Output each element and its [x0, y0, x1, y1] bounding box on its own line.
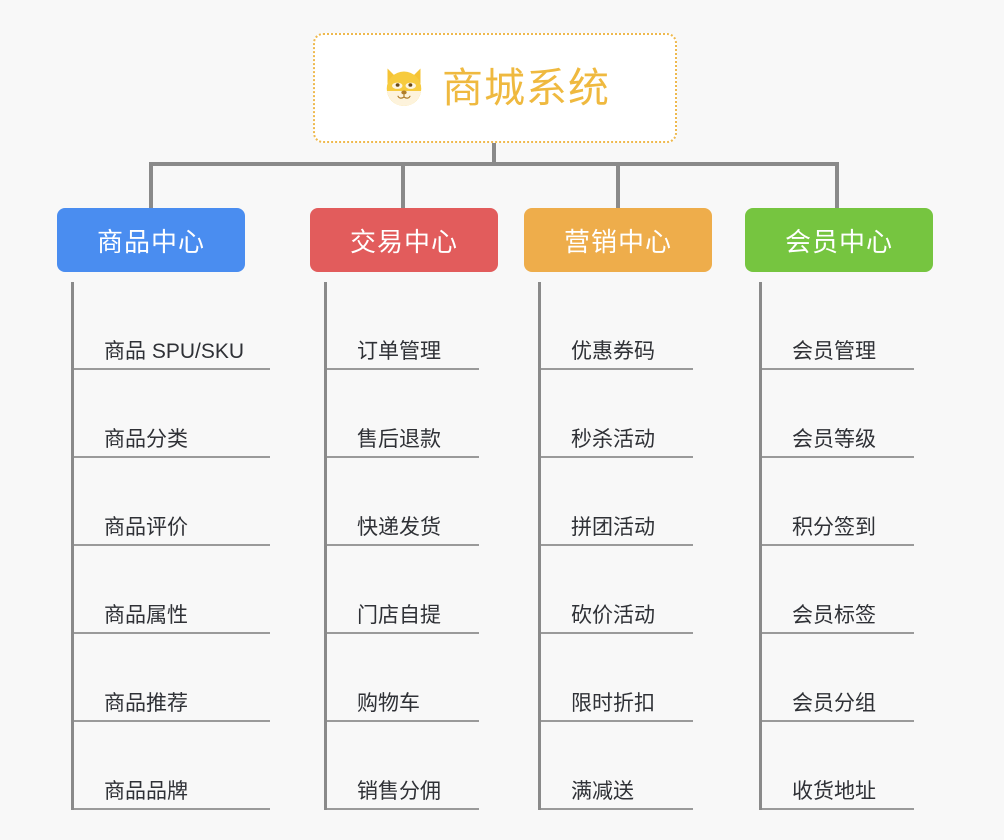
- list-item[interactable]: 商品 SPU/SKU: [74, 282, 270, 370]
- list-item[interactable]: 销售分佣: [327, 722, 479, 810]
- root-title: 商城系统: [442, 64, 610, 111]
- list-item[interactable]: 商品分类: [74, 370, 270, 458]
- list-item[interactable]: 商品属性: [74, 546, 270, 634]
- leaf-label: 商品分类: [104, 427, 188, 451]
- list-item[interactable]: 积分签到: [762, 458, 914, 546]
- list-item[interactable]: 快递发货: [327, 458, 479, 546]
- category-label: 商品中心: [96, 226, 205, 257]
- leaf-list-3: 优惠券码 秒杀活动 拼团活动 砍价活动 限时折扣 满减送: [538, 282, 712, 810]
- list-item[interactable]: 会员等级: [762, 370, 914, 458]
- category-header-3[interactable]: 营销中心: [524, 208, 712, 272]
- list-item[interactable]: 满减送: [541, 722, 693, 810]
- list-item[interactable]: 售后退款: [327, 370, 479, 458]
- leaf-label: 快递发货: [357, 515, 441, 539]
- leaf-label: 购物车: [357, 691, 420, 715]
- list-item[interactable]: 优惠券码: [541, 282, 693, 370]
- leaf-label: 会员等级: [792, 427, 876, 451]
- leaf-list-4: 会员管理 会员等级 积分签到 会员标签 会员分组 收货地址: [759, 282, 933, 810]
- category-label: 交易中心: [349, 226, 458, 257]
- list-item[interactable]: 会员管理: [762, 282, 914, 370]
- category-header-2[interactable]: 交易中心: [310, 208, 498, 272]
- leaf-label: 商品属性: [104, 603, 188, 627]
- branch-column-1: 商品中心 商品 SPU/SKU 商品分类 商品评价 商品属性 商品推荐 商品品牌: [57, 208, 270, 810]
- dog-face-icon: [380, 64, 428, 112]
- list-item[interactable]: 收货地址: [762, 722, 914, 810]
- list-item[interactable]: 商品评价: [74, 458, 270, 546]
- leaf-label: 商品品牌: [104, 779, 188, 803]
- branch-column-2: 交易中心 订单管理 售后退款 快递发货 门店自提 购物车 销售分佣: [310, 208, 498, 810]
- list-item[interactable]: 门店自提: [327, 546, 479, 634]
- leaf-label: 订单管理: [357, 339, 441, 363]
- list-item[interactable]: 砍价活动: [541, 546, 693, 634]
- leaf-label: 限时折扣: [571, 691, 655, 715]
- leaf-label: 秒杀活动: [571, 427, 655, 451]
- list-item[interactable]: 限时折扣: [541, 634, 693, 722]
- leaf-list-2: 订单管理 售后退款 快递发货 门店自提 购物车 销售分佣: [324, 282, 498, 810]
- connector-drop-2: [401, 162, 405, 208]
- leaf-list-1: 商品 SPU/SKU 商品分类 商品评价 商品属性 商品推荐 商品品牌: [71, 282, 270, 810]
- connector-drop-3: [616, 162, 620, 208]
- leaf-label: 销售分佣: [357, 779, 441, 803]
- leaf-label: 会员分组: [792, 691, 876, 715]
- list-item[interactable]: 会员分组: [762, 634, 914, 722]
- leaf-label: 门店自提: [357, 603, 441, 627]
- category-header-1[interactable]: 商品中心: [57, 208, 245, 272]
- list-item[interactable]: 购物车: [327, 634, 479, 722]
- list-item[interactable]: 商品品牌: [74, 722, 270, 810]
- connector-drop-4: [835, 162, 839, 208]
- list-item[interactable]: 订单管理: [327, 282, 479, 370]
- leaf-label: 满减送: [571, 779, 634, 803]
- leaf-label: 优惠券码: [571, 339, 655, 363]
- branch-column-4: 会员中心 会员管理 会员等级 积分签到 会员标签 会员分组 收货地址: [745, 208, 933, 810]
- leaf-label: 砍价活动: [571, 603, 655, 627]
- connector-horizontal-bus: [149, 162, 839, 166]
- list-item[interactable]: 拼团活动: [541, 458, 693, 546]
- leaf-label: 商品 SPU/SKU: [104, 339, 245, 363]
- leaf-label: 商品评价: [104, 515, 188, 539]
- root-node[interactable]: 商城系统: [313, 33, 677, 143]
- leaf-label: 拼团活动: [571, 515, 655, 539]
- connector-root-stem: [492, 143, 496, 165]
- list-item[interactable]: 秒杀活动: [541, 370, 693, 458]
- leaf-label: 会员管理: [792, 339, 876, 363]
- category-header-4[interactable]: 会员中心: [745, 208, 933, 272]
- list-item[interactable]: 商品推荐: [74, 634, 270, 722]
- category-label: 会员中心: [784, 226, 893, 257]
- leaf-label: 商品推荐: [104, 691, 188, 715]
- category-label: 营销中心: [563, 226, 672, 257]
- leaf-label: 收货地址: [792, 779, 876, 803]
- list-item[interactable]: 会员标签: [762, 546, 914, 634]
- leaf-label: 会员标签: [792, 603, 876, 627]
- leaf-label: 积分签到: [792, 515, 876, 539]
- branch-column-3: 营销中心 优惠券码 秒杀活动 拼团活动 砍价活动 限时折扣 满减送: [524, 208, 712, 810]
- leaf-label: 售后退款: [357, 427, 441, 451]
- connector-drop-1: [149, 162, 153, 208]
